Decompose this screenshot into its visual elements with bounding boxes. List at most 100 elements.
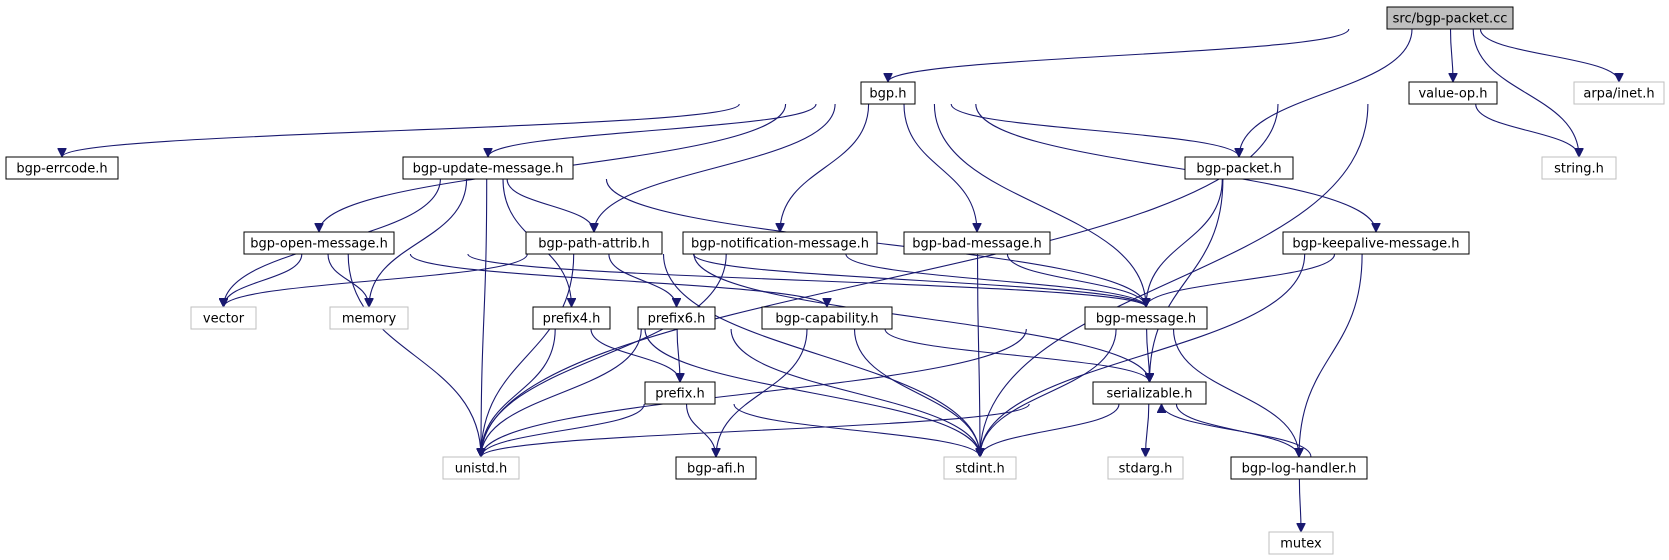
edge-serializable-to-stdint [980,403,1120,458]
edge-update-to-unistd [481,178,488,457]
node-prefix6[interactable]: prefix6.h [637,306,716,330]
node-label: string.h [1554,162,1604,177]
edge-bgp_h-to-message [933,103,1146,307]
node-label: vector [203,312,245,327]
edge-bgp_h-to-path [594,103,836,232]
edge-open-to-message [467,253,1146,308]
node-string_h: string.h [1541,156,1617,180]
edge-keepalive-to-message [1146,253,1336,308]
node-box [5,156,119,180]
edge-path-to-serializable [693,253,1150,382]
node-arpa_inet: arpa/inet.h [1573,81,1665,105]
node-update[interactable]: bgp-update-message.h [402,156,574,180]
node-bad[interactable]: bgp-bad-message.h [903,231,1051,255]
node-memory: memory [329,306,409,330]
edge-open-to-memory [327,253,369,308]
node-mutex: mutex [1268,531,1334,555]
edge-open-to-unistd [347,253,481,457]
node-notif[interactable]: bgp-notification-message.h [682,231,878,255]
edge-keepalive-to-log [1299,253,1363,457]
node-open[interactable]: bgp-open-message.h [243,231,395,255]
node-box [190,306,257,330]
node-path[interactable]: bgp-path-attrib.h [525,231,663,255]
edge-root-to-bgp_h [888,28,1350,83]
node-serializable[interactable]: serializable.h [1092,381,1207,405]
node-box [1184,156,1294,180]
edge-message-to-stdint [980,328,1117,457]
edge-prefix6-to-prefix_h [677,328,680,382]
node-label: bgp-packet.h [1196,162,1281,177]
node-box [1268,531,1334,555]
node-box [402,156,574,180]
node-afi[interactable]: bgp-afi.h [675,456,757,480]
node-box [682,231,878,255]
node-box [1541,156,1617,180]
node-packet_h[interactable]: bgp-packet.h [1184,156,1294,180]
node-box [1230,456,1368,480]
node-log[interactable]: bgp-log-handler.h [1230,456,1368,480]
edge-bgp_h-to-errcode [62,103,740,158]
node-bgp_h[interactable]: bgp.h [860,81,916,105]
edge-prefix_h-to-stdint [733,403,980,458]
node-box [761,306,893,330]
edge-bgp_h-to-update [488,103,817,158]
node-box [532,306,611,330]
edge-prefix_h-to-afi [685,403,717,457]
node-box [1573,81,1665,105]
edge-log-to-serializable [1162,403,1312,458]
node-box [1084,306,1208,330]
node-box [1386,6,1514,30]
edge-update-to-path [506,178,594,233]
node-label: bgp-path-attrib.h [538,237,649,252]
edge-packet_h-to-serializable [1150,178,1224,382]
node-label: mutex [1280,537,1322,552]
node-label: bgp-bad-message.h [912,237,1041,252]
edge-bad-to-stdint [978,253,981,457]
node-box [442,456,520,480]
node-value_op[interactable]: value-op.h [1408,81,1498,105]
node-message[interactable]: bgp-message.h [1084,306,1208,330]
node-box [525,231,663,255]
node-box [243,231,395,255]
edge-update-to-memory [369,178,468,307]
edge-capability-to-stdint [853,328,981,457]
node-label: bgp.h [869,87,906,102]
edge-prefix4-to-unistd [481,328,556,457]
edge-capability-to-serializable [884,328,1150,383]
node-errcode[interactable]: bgp-errcode.h [5,156,119,180]
edge-bgp_h-to-keepalive [975,103,1376,232]
node-unistd: unistd.h [442,456,520,480]
edge-log-to-mutex [1299,478,1301,532]
edges [62,28,1619,532]
node-capability[interactable]: bgp-capability.h [761,306,893,330]
node-keepalive[interactable]: bgp-keepalive-message.h [1282,231,1470,255]
node-box [1408,81,1498,105]
node-label: bgp-log-handler.h [1242,462,1357,477]
node-stdarg: stdarg.h [1107,456,1184,480]
node-label: prefix6.h [648,312,706,327]
edge-prefix6-to-unistd [481,328,642,457]
edge-path-to-message [692,253,1146,308]
edge-path-to-prefix6 [608,253,677,308]
edge-path-to-vector [224,253,528,308]
node-root[interactable]: src/bgp-packet.cc [1386,6,1514,30]
node-prefix4[interactable]: prefix4.h [532,306,611,330]
edge-bgp_h-to-notif [780,103,870,232]
node-label: src/bgp-packet.cc [1393,12,1508,27]
node-label: bgp-open-message.h [250,237,388,252]
edge-capability-to-afi [716,328,808,457]
edge-notif-to-unistd [481,253,727,457]
node-label: prefix4.h [543,312,601,327]
node-label: bgp-notification-message.h [691,237,869,252]
node-box [1092,381,1207,405]
node-box [1282,231,1470,255]
edge-prefix6-to-stdint [730,328,980,457]
node-prefix_h[interactable]: prefix.h [644,381,716,405]
node-label: unistd.h [455,462,508,477]
edge-value_op-to-stdint [980,103,1369,457]
edge-value_op-to-string_h [1475,103,1579,158]
node-label: serializable.h [1107,387,1193,402]
node-box [1107,456,1184,480]
edge-packet_h-to-message [1146,178,1223,307]
